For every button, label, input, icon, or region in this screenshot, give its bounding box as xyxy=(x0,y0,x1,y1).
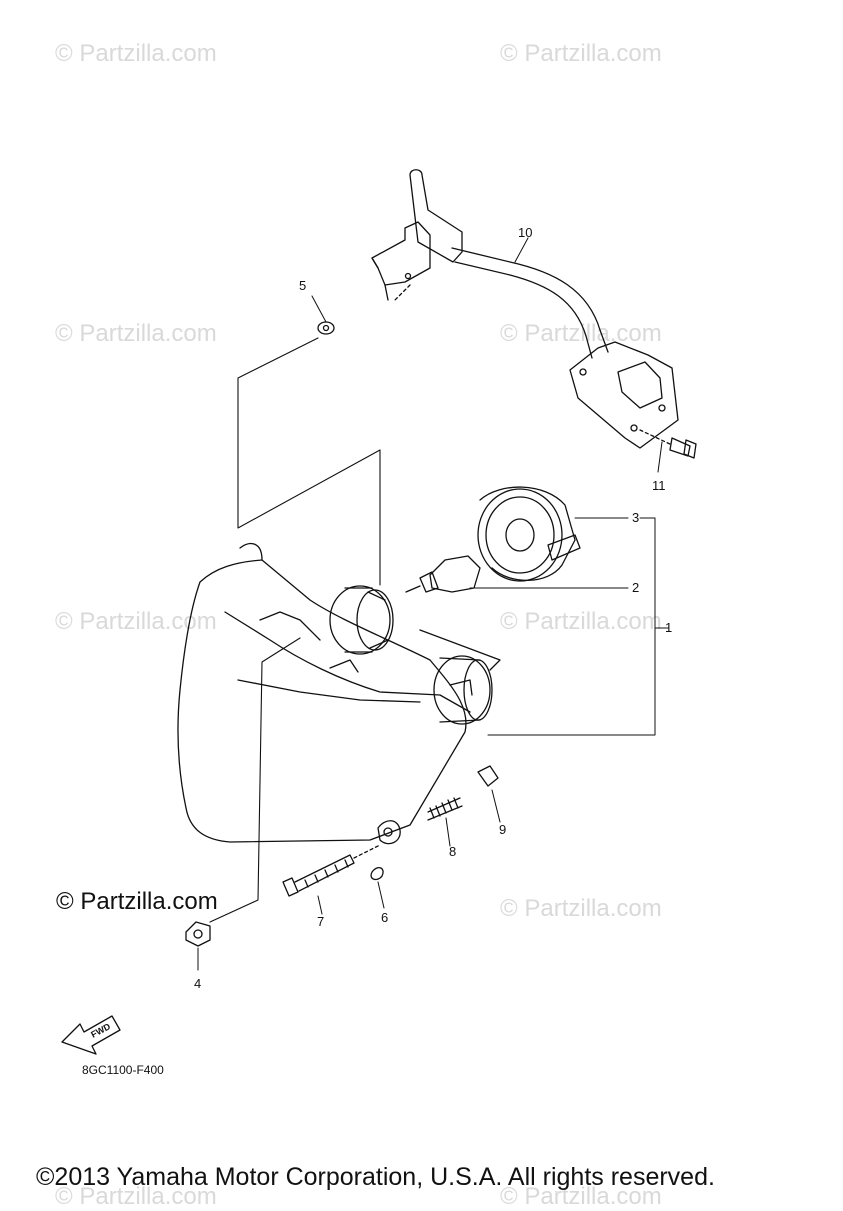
brand-watermark: © Partzilla.com xyxy=(56,888,218,915)
nut-4 xyxy=(185,921,211,947)
headlight-assembly-1 xyxy=(177,542,501,845)
callout-9: 9 xyxy=(499,822,507,837)
watermark: © Partzilla.com xyxy=(500,40,662,67)
callout-2: 2 xyxy=(632,580,640,595)
watermark: © Partzilla.com xyxy=(55,40,217,67)
copyright-notice: ©2013 Yamaha Motor Corporation, U.S.A. A… xyxy=(36,1163,715,1191)
screw-7 xyxy=(282,844,381,897)
watermark: © Partzilla.com xyxy=(500,320,662,347)
callout-11: 11 xyxy=(652,478,666,493)
bulb-2 xyxy=(405,555,481,593)
callout-8: 8 xyxy=(449,844,457,859)
washer-5 xyxy=(317,321,335,335)
bulb-cover-3 xyxy=(477,486,581,582)
headlight-stay-bracket xyxy=(371,169,679,449)
drawing-code: 8GC1100-F400 xyxy=(82,1063,164,1077)
callout-3: 3 xyxy=(632,510,640,525)
nut-9 xyxy=(477,765,499,787)
bolt-11 xyxy=(639,429,697,459)
clip-6 xyxy=(370,867,384,881)
callout-10: 10 xyxy=(518,225,533,240)
spring-8 xyxy=(427,797,463,821)
watermark: © Partzilla.com xyxy=(55,320,217,347)
watermark: © Partzilla.com xyxy=(500,608,662,635)
callout-4: 4 xyxy=(194,976,202,991)
callout-5: 5 xyxy=(299,278,307,293)
callout-1: 1 xyxy=(665,620,673,635)
fwd-arrow-icon: FWD xyxy=(61,1015,121,1055)
callout-7: 7 xyxy=(317,914,325,929)
callout-6: 6 xyxy=(381,910,389,925)
watermark: © Partzilla.com xyxy=(500,895,662,922)
